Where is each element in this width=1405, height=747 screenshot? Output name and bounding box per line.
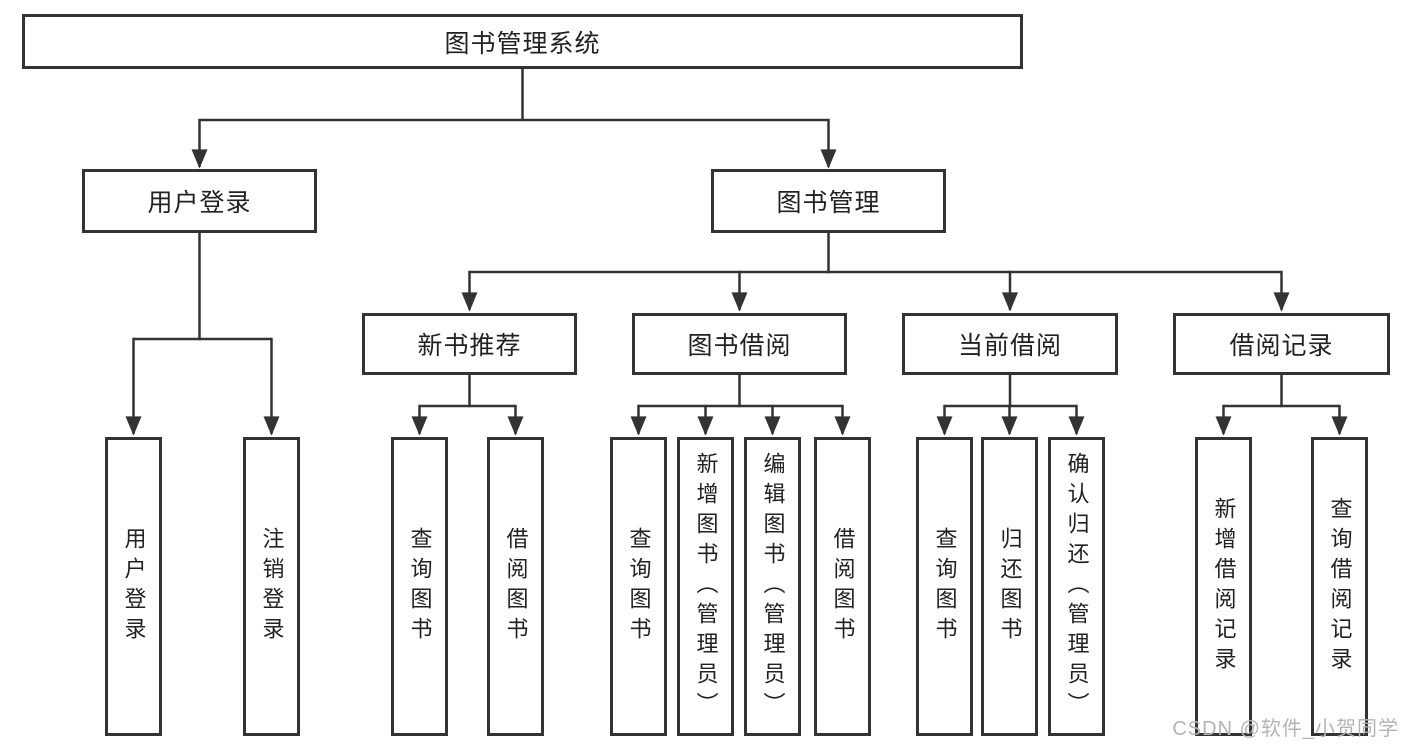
leaf-query-books-under-borrowing: 查询图书	[610, 437, 667, 736]
leaf-borrow-books-under-recommendation: 借阅图书	[487, 437, 544, 736]
node-book-borrowing: 图书借阅	[632, 313, 847, 375]
connector-group	[125, 69, 1348, 436]
leaf-logout: 注销登录	[243, 437, 300, 736]
leaf-add-borrow-record: 新增借阅记录	[1195, 437, 1252, 736]
csdn-watermark: CSDN @软件_小贺同学	[1172, 718, 1399, 740]
node-root: 图书管理系统	[22, 14, 1023, 69]
leaf-query-books-under-recommendation: 查询图书	[391, 437, 448, 736]
leaf-add-book-admin: 新增图书（管理员）	[677, 437, 734, 736]
node-new-book-recommendation: 新书推荐	[362, 313, 577, 375]
leaf-edit-book-admin: 编辑图书（管理员）	[744, 437, 801, 736]
leaf-confirm-return-admin: 确认归还（管理员）	[1048, 437, 1105, 736]
leaf-query-borrow-record: 查询借阅记录	[1311, 437, 1368, 736]
node-user-login: 用户登录	[82, 169, 317, 233]
leaf-user-login: 用户登录	[105, 437, 162, 736]
leaf-query-books-under-current: 查询图书	[916, 437, 973, 736]
leaf-return-books: 归还图书	[981, 437, 1038, 736]
node-current-borrowing: 当前借阅	[902, 313, 1118, 375]
leaf-borrow-books-under-borrowing: 借阅图书	[814, 437, 871, 736]
node-borrowing-records: 借阅记录	[1173, 313, 1390, 375]
node-book-management: 图书管理	[711, 169, 946, 233]
